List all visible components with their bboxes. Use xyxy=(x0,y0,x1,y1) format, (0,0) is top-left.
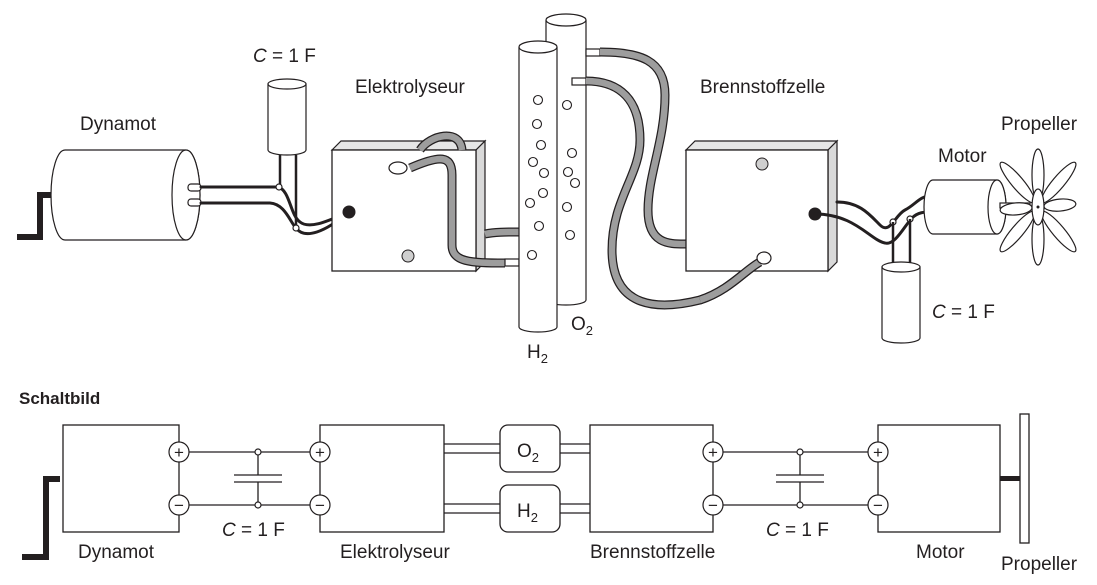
capacitor-left-can xyxy=(267,78,307,228)
junction-node xyxy=(254,501,262,509)
fuel-cell-box xyxy=(684,139,839,305)
svg-text:−: − xyxy=(315,496,325,515)
terminal-minus: − xyxy=(702,494,724,516)
terminal-plus: + xyxy=(702,441,724,463)
hose-fitting xyxy=(756,251,772,265)
svg-text:−: − xyxy=(708,496,718,515)
junction-node xyxy=(796,448,804,456)
schematic-motor-label: Motor xyxy=(916,542,965,563)
electrolyser-indicator xyxy=(401,249,415,263)
schematic-block-motor xyxy=(877,424,1001,533)
electrolyser-terminal xyxy=(342,205,356,219)
schematic-motor-shaft xyxy=(1000,476,1020,481)
svg-text:+: + xyxy=(315,443,325,462)
h2-tank xyxy=(518,40,558,333)
schematic-gas-o2 xyxy=(499,424,561,473)
electrolyser-label: Elektrolyseur xyxy=(355,77,465,98)
schematic-circuit-right xyxy=(713,448,878,509)
schematic-fuel-cell-label: Brennstoffzelle xyxy=(590,542,715,563)
junction-node xyxy=(275,183,283,191)
wire-dynamo-bottom xyxy=(199,201,351,236)
junction-node xyxy=(254,448,262,456)
capacitor-left-label: C = 1 F xyxy=(253,46,316,67)
junction-node xyxy=(796,501,804,509)
schematic-dynamo-label: Dynamot xyxy=(78,542,155,563)
svg-text:+: + xyxy=(174,443,184,462)
o2-tank-label: O2 xyxy=(571,314,593,338)
schematic-capacitor-left-label: C = 1 F xyxy=(222,520,285,541)
capacitor-right-label: C = 1 F xyxy=(932,302,995,323)
schematic-capacitor-right-label: C = 1 F xyxy=(766,520,829,541)
terminal-minus: − xyxy=(168,494,190,516)
terminal-minus: − xyxy=(867,494,889,516)
h2-tank-label: H2 xyxy=(527,342,548,366)
dynamo-cylinder xyxy=(50,149,202,241)
dynamo-terminal-top xyxy=(187,183,202,192)
dynamo-crank xyxy=(17,192,54,240)
schematic-block-fuel-cell xyxy=(589,424,714,533)
svg-text:+: + xyxy=(873,443,883,462)
schematic-propeller-label: Propeller xyxy=(1001,554,1078,575)
schematic-terminals: + − + − + − + − xyxy=(168,441,889,516)
schematic-block-dynamo xyxy=(62,424,180,533)
svg-text:+: + xyxy=(708,443,718,462)
propeller xyxy=(999,148,1077,266)
wire-dynamo-top xyxy=(199,185,351,227)
capacitor-right-can xyxy=(881,219,921,344)
terminal-plus: + xyxy=(168,441,190,463)
hose-fitting xyxy=(388,161,408,175)
svg-text:−: − xyxy=(174,496,184,515)
svg-text:−: − xyxy=(873,496,883,515)
motor-label: Motor xyxy=(938,146,987,167)
propeller-label: Propeller xyxy=(1001,114,1078,135)
fuel-cell-indicator xyxy=(755,157,769,171)
fuel-cell-label: Brennstoffzelle xyxy=(700,77,825,98)
dynamo-label: Dynamot xyxy=(80,114,157,135)
terminal-plus: + xyxy=(309,441,331,463)
electrolyser-box xyxy=(330,131,520,273)
terminal-minus: − xyxy=(309,494,331,516)
schematic-dynamo-crank xyxy=(22,476,60,560)
schematic-title: Schaltbild xyxy=(19,389,100,408)
dynamo-terminal-bottom xyxy=(187,198,202,207)
schematic-circuit-left xyxy=(179,448,320,509)
terminal-plus: + xyxy=(867,441,889,463)
schematic-propeller xyxy=(1019,413,1030,544)
schematic: Schaltbild O2 H2 xyxy=(19,389,1078,575)
illustration: Dynamot C = 1 F xyxy=(17,13,1078,366)
schematic-block-electrolyser xyxy=(319,424,445,533)
schematic-electrolyser-label: Elektrolyseur xyxy=(340,542,450,563)
schematic-gas-pipes xyxy=(444,443,590,514)
schematic-gas-h2 xyxy=(499,484,561,533)
schematic-gas-o2-label: O2 xyxy=(517,441,539,465)
schematic-gas-h2-label: H2 xyxy=(517,501,538,525)
junction-node xyxy=(292,224,300,232)
wire-fuelcell-bottom xyxy=(813,210,932,245)
